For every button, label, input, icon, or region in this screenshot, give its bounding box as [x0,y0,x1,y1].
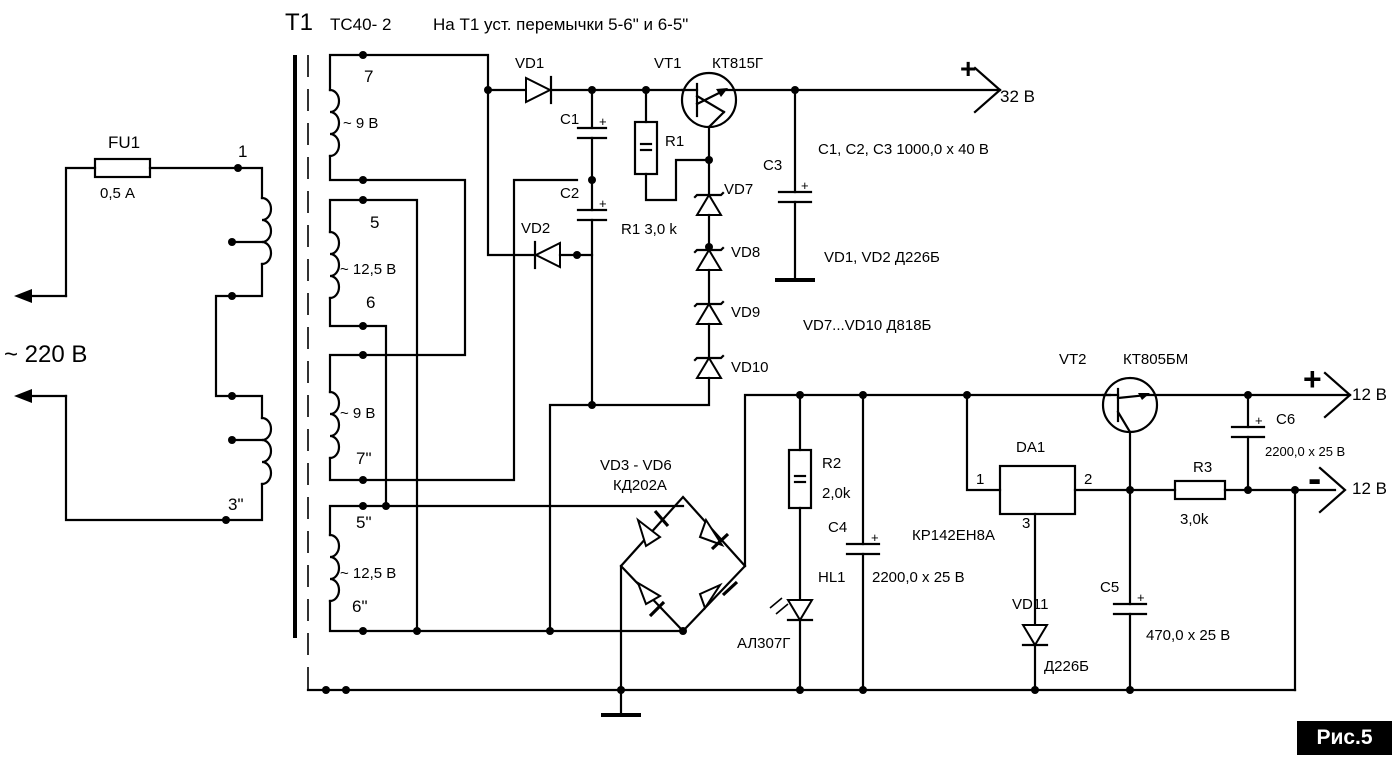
figure-badge: Рис.5 [1297,721,1392,755]
c4-value: 2200,0 х 25 В [872,569,965,586]
winding-pin7: 7 [364,67,373,86]
winding-125v-bottom: ~ 12,5 В [340,565,396,582]
plus-32v: + [960,53,976,84]
winding-pin5: 5 [370,213,379,232]
primary-circuit [14,157,273,524]
da1-type: КР142ЕН8А [912,527,995,544]
winding-pin6: 6 [366,293,375,312]
vd8-label: VD8 [731,244,760,261]
output-32v: 32 В [1000,87,1035,106]
r2-value: 2,0k [822,485,851,502]
mains-arrow-top [14,289,32,303]
winding-wiring [306,53,1297,694]
c4-plus: + [871,530,879,545]
r3-label: R3 [1193,459,1212,476]
labels: T1 ТС40- 2 На Т1 уст. перемычки 5-6" и 6… [4,9,1387,675]
c2-label: C2 [560,185,579,202]
r1-value: R1 3,0 k [621,221,677,238]
secondary-windings [328,51,421,635]
winding-pin6pp: 6" [352,597,368,616]
da1-pin3: 3 [1022,515,1030,532]
c6-plus: + [1255,413,1263,428]
da1-label: DA1 [1016,439,1045,456]
primary-coil-2 [260,416,273,486]
vt1-label: VT1 [654,55,682,72]
c6-value: 2200,0 х 25 В [1265,444,1345,459]
da1-pin1: 1 [976,471,984,488]
zener-vd7 [693,191,725,216]
output-12v-plus: 12 В [1352,385,1387,404]
vd10-label: VD10 [731,359,769,376]
hl1-label: HL1 [818,569,846,586]
bridge-type: КД202А [613,477,667,494]
section-32v [484,66,1002,409]
winding-125v-top: ~ 12,5 В [340,261,396,278]
t1-type-label: ТС40- 2 [330,15,391,34]
c4-label: C4 [828,519,847,536]
winding-9v-bottom: ~ 9 В [340,405,375,422]
fu1-value: 0,5 А [100,185,135,202]
c3-plus: + [801,178,809,193]
t1-label: T1 [285,9,313,36]
bridge-label: VD3 - VD6 [600,457,672,474]
vd11-label: VD11 [1012,596,1048,613]
zener-vd10 [693,354,725,379]
resistor-r3 [1173,479,1227,501]
vd1-label: VD1 [515,55,544,72]
c1-label: C1 [560,111,579,128]
c1-plus: + [599,114,607,129]
hl1-type: АЛ307Г [737,635,790,652]
vd1-vd2-note: VD1, VD2 Д226Б [824,249,940,266]
primary-coil-1 [260,196,273,266]
vd7-label: VD7 [724,181,753,198]
winding-pin5pp: 5" [356,513,372,532]
section-12v [769,371,1352,694]
primary-pin3pp: 3" [228,495,244,514]
winding-9v-top: ~ 9 В [343,115,378,132]
zener-vd8 [693,246,725,271]
transistor-vt1 [680,71,738,129]
fu1-label: FU1 [108,133,140,152]
zener-vd9 [693,300,725,325]
vd2-label: VD2 [521,220,550,237]
minus-12v: - [1308,457,1321,501]
plus-12v: + [1303,361,1322,397]
transistor-vt2 [1101,376,1159,434]
r3-value: 3,0k [1180,511,1209,528]
mains-label: ~ 220 В [4,341,87,368]
c2-plus: + [599,196,607,211]
c5-value: 470,0 х 25 В [1146,627,1230,644]
vt2-label: VT2 [1059,351,1087,368]
vd9-label: VD9 [731,304,760,321]
winding-pin7pp: 7" [356,449,372,468]
c5-plus: + [1137,590,1145,605]
c5-label: C5 [1100,579,1119,596]
transformer-core [293,55,309,690]
primary-pin1: 1 [238,142,247,161]
caps-note: C1, C2, C3 1000,0 х 40 В [818,141,989,158]
r1-label: R1 [665,133,684,150]
t1-note: На Т1 уст. перемычки 5-6" и 6-5" [433,15,688,34]
output-12v-minus: 12 В [1352,479,1387,498]
vd11-type: Д226Б [1044,658,1089,675]
da1-pin2: 2 [1084,471,1092,488]
c3-label: C3 [763,157,782,174]
bridge-vd3-vd6 [384,393,1112,717]
regulator-da1 [998,464,1077,516]
c6-label: C6 [1276,411,1295,428]
vd7-vd10-note: VD7...VD10 Д818Б [803,317,932,334]
vt2-type: КТ805БМ [1123,351,1188,368]
mains-arrow-bottom [14,389,32,403]
r2-label: R2 [822,455,841,472]
fuse-fu1 [93,157,152,179]
vt1-type: КТ815Г [712,55,763,72]
